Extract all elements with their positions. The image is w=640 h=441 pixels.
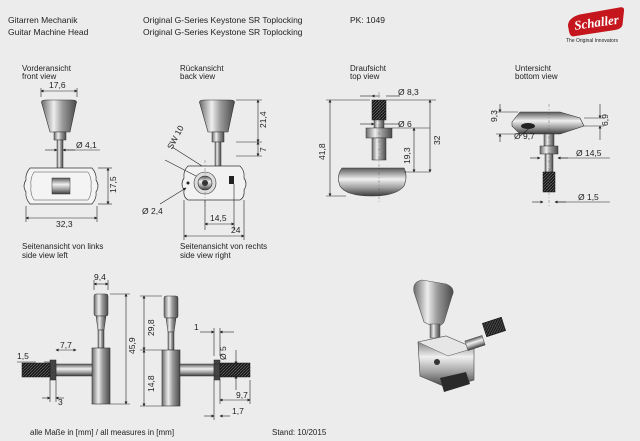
dim-9-4: 9,4 bbox=[94, 272, 106, 282]
dim-dia-5: Ø 5 bbox=[218, 346, 228, 360]
dim-17-6: 17,6 bbox=[49, 80, 66, 90]
dim-dia-1-5: Ø 1,5 bbox=[578, 192, 599, 202]
back-key-button bbox=[199, 99, 235, 133]
logo-tagline: The Original Innovators bbox=[566, 38, 618, 44]
right-key-button bbox=[163, 295, 179, 319]
front-shaft bbox=[56, 139, 64, 169]
render-knurled-cap bbox=[482, 316, 506, 338]
render-plate bbox=[440, 372, 470, 392]
right-knurled-cap bbox=[219, 362, 251, 378]
bottom-view-drawing: 9,3 Ø 9,7 6,9 Ø 14,5 Ø 1,5 bbox=[489, 104, 610, 206]
dim-dia-6: Ø 6 bbox=[398, 119, 412, 129]
dim-17-5: 17,5 bbox=[108, 176, 118, 193]
top-housing bbox=[338, 167, 407, 197]
left-string-post bbox=[55, 363, 93, 377]
dim-14-5: 14,5 bbox=[210, 213, 227, 223]
dim-24: 24 bbox=[231, 225, 241, 235]
dim-45-9: 45,9 bbox=[127, 337, 137, 354]
dim-dia-9-7: Ø 9,7 bbox=[514, 131, 535, 141]
back-view-label-en: back view bbox=[180, 72, 216, 81]
left-knurled-cap bbox=[21, 362, 51, 378]
dim-1-7: 1,7 bbox=[232, 406, 244, 416]
left-view-label-de: Seitenansicht von links bbox=[22, 242, 104, 251]
render-key-button bbox=[413, 279, 454, 327]
dim-1-5: 1,5 bbox=[17, 351, 29, 361]
back-key-stem bbox=[211, 131, 225, 143]
schaller-logo-mark: Schaller bbox=[568, 7, 625, 37]
dim-7-7: 7,7 bbox=[60, 340, 72, 350]
dim-21-4: 21,4 bbox=[258, 111, 268, 128]
svg-text:Schaller: Schaller bbox=[573, 12, 620, 33]
back-shaft bbox=[214, 141, 222, 167]
dim-29-8: 29,8 bbox=[146, 319, 156, 336]
front-view-label-en: front view bbox=[22, 72, 57, 81]
product-de: Original G-Series Keystone SR Toplocking bbox=[143, 15, 303, 25]
left-shaft bbox=[97, 329, 105, 349]
dim-sw-10: SW 10 bbox=[165, 123, 186, 150]
top-view-drawing: Ø 8,3 Ø 6 41,8 19,3 32 bbox=[317, 87, 442, 204]
top-view-label-en: top view bbox=[350, 72, 380, 81]
dim-6-9: 6,9 bbox=[600, 114, 610, 126]
bottom-view-label-de: Untersicht bbox=[515, 64, 552, 73]
dim-dia-2-4: Ø 2,4 bbox=[142, 206, 163, 216]
right-shaft bbox=[167, 331, 175, 351]
bottom-washer bbox=[521, 123, 535, 129]
dim-dia-4-1: Ø 4,1 bbox=[76, 140, 97, 150]
title-en: Guitar Machine Head bbox=[8, 27, 89, 37]
front-view-label-de: Vorderansicht bbox=[22, 64, 71, 73]
dim-1: 1 bbox=[194, 322, 199, 332]
left-housing bbox=[91, 347, 111, 405]
machine-head-3d-render bbox=[413, 279, 506, 392]
right-view-label-de: Seitenansicht von rechts bbox=[180, 242, 268, 251]
left-key-neck bbox=[95, 315, 107, 331]
right-view-label-en: side view right bbox=[180, 251, 231, 260]
front-housing-inner bbox=[30, 171, 92, 201]
title-de: Gitarren Mechanik bbox=[8, 15, 78, 25]
pk-number: PK: 1049 bbox=[350, 15, 385, 25]
dim-14-8: 14,8 bbox=[146, 375, 156, 392]
dim-19-3: 19,3 bbox=[402, 147, 412, 164]
schaller-logo: Schaller bbox=[562, 4, 628, 42]
render-screw bbox=[434, 359, 440, 365]
back-pin bbox=[229, 176, 234, 184]
top-view-label-de: Draufsicht bbox=[350, 64, 387, 73]
dim-9-7: 9,7 bbox=[236, 390, 248, 400]
back-view-label-de: Rückansicht bbox=[180, 64, 224, 73]
back-view-drawing: SW 10 21,4 7 Ø 2,4 14,5 24 bbox=[142, 99, 268, 240]
right-post-flange bbox=[213, 359, 221, 381]
dim-9-3: 9,3 bbox=[489, 110, 499, 122]
dim-32: 32 bbox=[432, 135, 442, 145]
render-string-post bbox=[464, 335, 486, 351]
stand-date: Stand: 10/2015 bbox=[272, 428, 327, 437]
dim-3: 3 bbox=[58, 397, 63, 407]
front-key-button bbox=[41, 99, 77, 133]
left-side-view-drawing: 9,4 45,9 1,5 7,7 3 bbox=[17, 272, 137, 407]
left-post-flange bbox=[49, 359, 57, 381]
dim-32-3: 32,3 bbox=[56, 219, 73, 229]
dim-7: 7 bbox=[258, 147, 268, 152]
render-key-neck bbox=[429, 323, 441, 339]
left-view-label-en: side view left bbox=[22, 251, 68, 260]
right-housing bbox=[161, 349, 181, 407]
bottom-view-label-en: bottom view bbox=[515, 72, 558, 81]
dim-41-8: 41,8 bbox=[317, 143, 327, 160]
right-string-post bbox=[179, 363, 215, 377]
right-key-neck bbox=[165, 317, 177, 333]
back-screw-hole bbox=[186, 181, 190, 185]
left-key-button bbox=[93, 293, 109, 317]
front-key-stem bbox=[53, 131, 67, 141]
product-en: Original G-Series Keystone SR Toplocking bbox=[143, 27, 303, 37]
dim-dia-14-5: Ø 14,5 bbox=[576, 148, 602, 158]
right-side-view-drawing: 29,8 14,8 1 Ø 5 9,7 1,7 bbox=[140, 295, 251, 420]
dim-dia-8-3: Ø 8,3 bbox=[398, 87, 419, 97]
front-gear-cover bbox=[51, 177, 71, 195]
back-bushing-hole bbox=[202, 180, 208, 186]
front-view-drawing: 17,6 Ø 4,1 17,5 32,3 bbox=[23, 80, 118, 229]
units-note: alle Maße in [mm] / all measures in [mm] bbox=[30, 428, 175, 437]
